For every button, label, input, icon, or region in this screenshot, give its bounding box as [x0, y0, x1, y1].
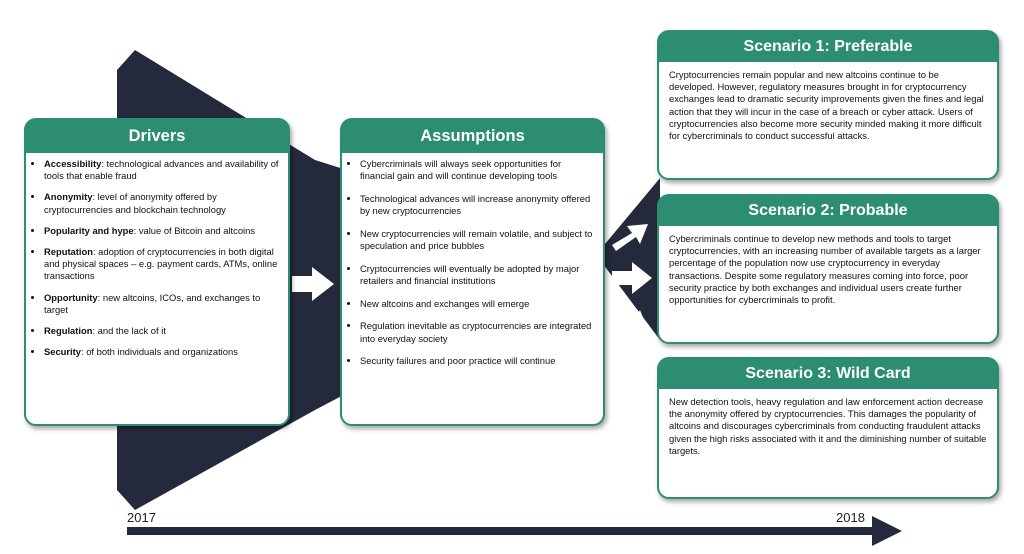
driver-item: Popularity and hype: value of Bitcoin an… — [44, 225, 280, 237]
driver-item: Regulation: and the lack of it — [44, 325, 280, 337]
assumption-item: Regulation inevitable as cryptocurrencie… — [360, 320, 595, 344]
arrow-to-scenario-2 — [612, 262, 652, 294]
driver-item: Security: of both individuals and organi… — [44, 346, 280, 358]
scenario-3-title: Scenario 3: Wild Card — [659, 359, 997, 389]
driver-item: Accessibility: technological advances an… — [44, 158, 280, 182]
assumptions-list: Cybercriminals will always seek opportun… — [342, 153, 603, 367]
assumption-item: Security failures and poor practice will… — [360, 355, 595, 367]
timeline-arrowhead — [872, 516, 902, 546]
scenario-2-title: Scenario 2: Probable — [659, 196, 997, 226]
scenario-1-box: Scenario 1: Preferable Cryptocurrencies … — [657, 30, 999, 180]
arrow-to-scenario-1 — [612, 224, 648, 251]
assumptions-title: Assumptions — [342, 120, 603, 153]
drivers-box: Drivers Accessibility: technological adv… — [24, 118, 290, 426]
drivers-list: Accessibility: technological advances an… — [26, 153, 288, 358]
assumption-item: Cybercriminals will always seek opportun… — [360, 158, 595, 182]
scenario-1-title: Scenario 1: Preferable — [659, 32, 997, 62]
assumption-item: New cryptocurrencies will remain volatil… — [360, 228, 595, 252]
timeline-start-label: 2017 — [127, 510, 156, 525]
driver-item: Anonymity: level of anonymity offered by… — [44, 191, 280, 215]
driver-item: Reputation: adoption of cryptocurrencies… — [44, 246, 280, 283]
assumption-item: New altcoins and exchanges will emerge — [360, 298, 595, 310]
assumptions-box: Assumptions Cybercriminals will always s… — [340, 118, 605, 426]
arrows-to-scenarios — [612, 224, 652, 330]
assumption-item: Technological advances will increase ano… — [360, 193, 595, 217]
scenario-2-text: Cybercriminals continue to develop new m… — [669, 233, 981, 306]
drivers-title: Drivers — [26, 120, 288, 153]
scenario-3-text: New detection tools, heavy regulation an… — [669, 396, 987, 456]
scenario-3-box: Scenario 3: Wild Card New detection tool… — [657, 357, 999, 499]
timeline-end-label: 2018 — [836, 510, 865, 525]
assumption-item: Cryptocurrencies will eventually be adop… — [360, 263, 595, 287]
arrow-to-scenario-3 — [612, 303, 648, 330]
driver-item: Opportunity: new altcoins, ICOs, and exc… — [44, 292, 280, 316]
arrow-drivers-assumptions — [292, 267, 334, 301]
scenario-2-box: Scenario 2: Probable Cybercriminals cont… — [657, 194, 999, 344]
scenario-1-text: Cryptocurrencies remain popular and new … — [669, 69, 984, 142]
